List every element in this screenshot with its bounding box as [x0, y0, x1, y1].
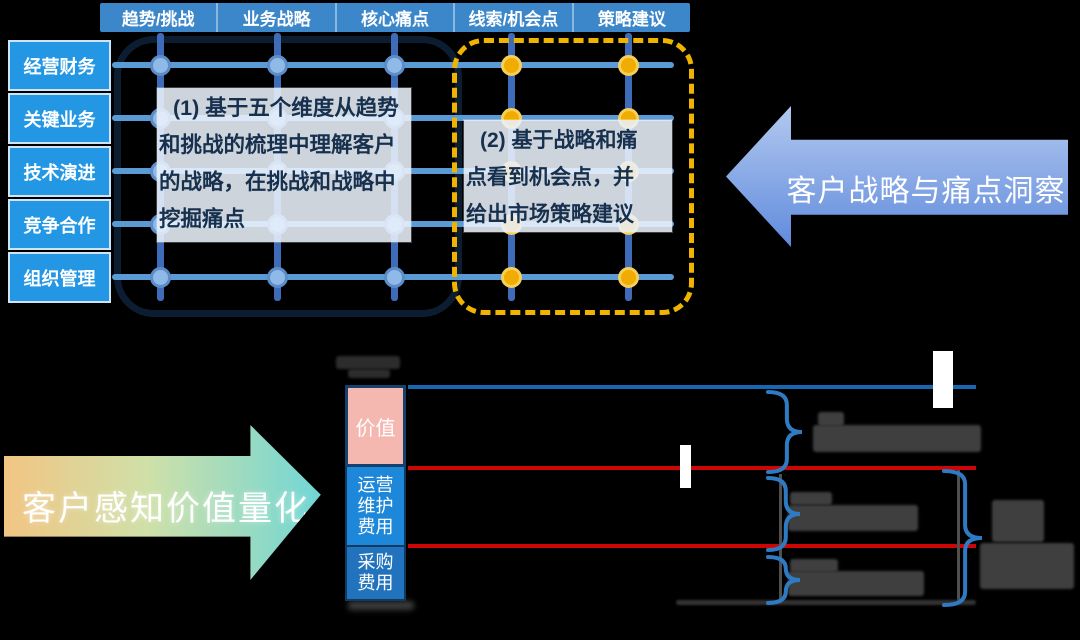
baseline-shadow — [676, 600, 976, 605]
column-header-painpoint: 核心痛点 — [334, 3, 453, 32]
value-arrow-label: 客户感知价值量化 — [22, 490, 310, 528]
dimension-rail — [779, 474, 782, 604]
gold-node-icon — [501, 267, 522, 288]
row-header-competition: 竞争合作 — [8, 199, 111, 250]
obscured-bar-title — [336, 356, 400, 369]
bar-shadow — [348, 601, 414, 610]
blue-node-icon — [150, 55, 171, 76]
obscured-label-capex — [788, 571, 924, 596]
obscured-label-value-gap — [813, 425, 981, 452]
curly-brace-icon — [766, 390, 803, 474]
cost-line-upper — [408, 466, 976, 470]
white-tick-mark — [933, 351, 953, 408]
obscured-label-total — [992, 500, 1044, 542]
row-header-business: 关键业务 — [8, 93, 111, 144]
gold-node-icon — [618, 267, 639, 288]
obscured-bar-title — [348, 369, 390, 378]
value-cost-stacked-bar: 价值 运营 维护 费用 采购 费用 — [345, 385, 406, 601]
obscured-label-opex — [788, 505, 918, 531]
white-tick-mark — [680, 445, 691, 488]
gold-node-icon — [501, 55, 522, 76]
matrix-row-headers: 经营财务 关键业务 技术演进 竞争合作 组织管理 — [8, 40, 111, 303]
column-header-opportunity: 线索/机会点 — [453, 3, 571, 32]
blue-node-icon — [267, 267, 288, 288]
bar-segment-capex: 采购 费用 — [345, 547, 406, 601]
blue-node-icon — [384, 267, 405, 288]
blue-node-icon — [267, 55, 288, 76]
obscured-label-capex — [790, 559, 838, 572]
bar-segment-value: 价值 — [345, 385, 406, 467]
obscured-label-value-gap — [818, 412, 844, 426]
blue-node-icon — [150, 267, 171, 288]
row-header-organization: 组织管理 — [8, 252, 111, 303]
note-opportunity-suggestion: (2) 基于战略和痛 点看到机会点，并 给出市场策略建议 — [464, 120, 672, 232]
dimension-rail — [957, 470, 960, 604]
obscured-label-total — [980, 543, 1074, 589]
value-top-line — [408, 385, 976, 389]
strategy-frame — [114, 36, 462, 317]
obscured-label-opex — [790, 492, 832, 505]
matrix-column-headers: 趋势/挑战 业务战略 核心痛点 线索/机会点 策略建议 — [100, 3, 690, 32]
cost-line-lower — [408, 544, 976, 548]
opportunity-dashed-frame — [452, 38, 694, 315]
note-strategy-understanding: (1) 基于五个维度从趋势 和挑战的梳理中理解客户 的战略，在挑战和战略中 挖掘… — [157, 88, 411, 242]
column-header-trend: 趋势/挑战 — [121, 10, 195, 29]
column-header-suggestion: 策略建议 — [571, 3, 690, 32]
curly-brace-icon — [766, 476, 801, 552]
gold-node-icon — [618, 55, 639, 76]
curly-brace-icon — [766, 555, 801, 605]
row-header-technology: 技术演进 — [8, 146, 111, 197]
bar-segment-opex: 运营 维护 费用 — [345, 467, 406, 547]
column-header-strategy: 业务战略 — [216, 3, 334, 32]
row-header-finance: 经营财务 — [8, 40, 111, 91]
insight-arrow-label: 客户战略与痛点洞察 — [786, 174, 1066, 208]
curly-brace-icon — [942, 469, 983, 607]
blue-node-icon — [384, 55, 405, 76]
